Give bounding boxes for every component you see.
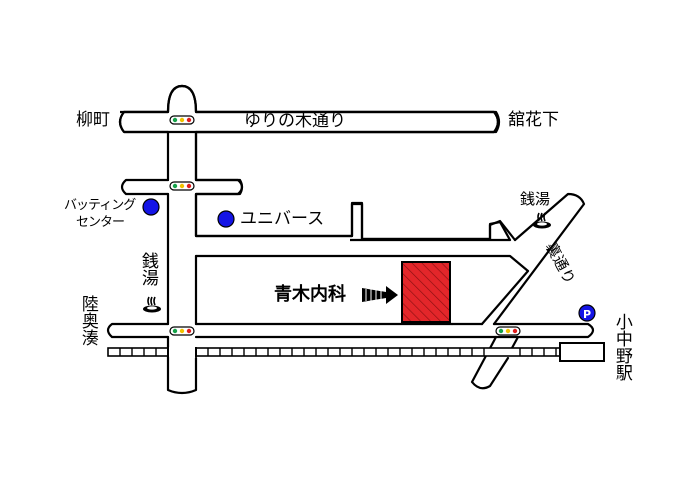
- label-batting-center-1: バッティング: [64, 198, 136, 213]
- parking-p-icon: P: [578, 304, 596, 322]
- label-unibus: ユニバース: [240, 209, 325, 229]
- label-batting-center-2: センター: [76, 215, 125, 230]
- svg-text:P: P: [583, 308, 591, 321]
- hot-spring-icon: [533, 212, 551, 229]
- traffic-signal-icon: [495, 326, 521, 336]
- konakano-station-building: [559, 342, 605, 362]
- label-yanagimachi: 柳町: [76, 110, 110, 130]
- arrow-right-icon: [362, 286, 398, 304]
- label-sento-right: 銭湯: [520, 190, 551, 208]
- label-sento-left: 銭湯: [137, 252, 158, 286]
- label-mutsuminato: 陸奥湊: [77, 295, 98, 346]
- traffic-signal-icon: [169, 115, 195, 125]
- traffic-signal-icon: [169, 326, 195, 336]
- label-konakano-station: 小中野駅: [611, 313, 632, 381]
- hot-spring-icon: [143, 296, 161, 313]
- blue-dot-icon: [142, 198, 160, 216]
- label-clinic[interactable]: 青木内科: [274, 284, 346, 305]
- traffic-signal-icon: [169, 181, 195, 191]
- blue-dot-icon: [217, 210, 235, 228]
- clinic-building[interactable]: [401, 261, 451, 323]
- railway: [107, 347, 605, 357]
- label-yurinoki-street: ゆりの木通り: [244, 111, 346, 131]
- label-kankashita: 舘花下: [508, 110, 559, 130]
- road-lines: [106, 84, 595, 395]
